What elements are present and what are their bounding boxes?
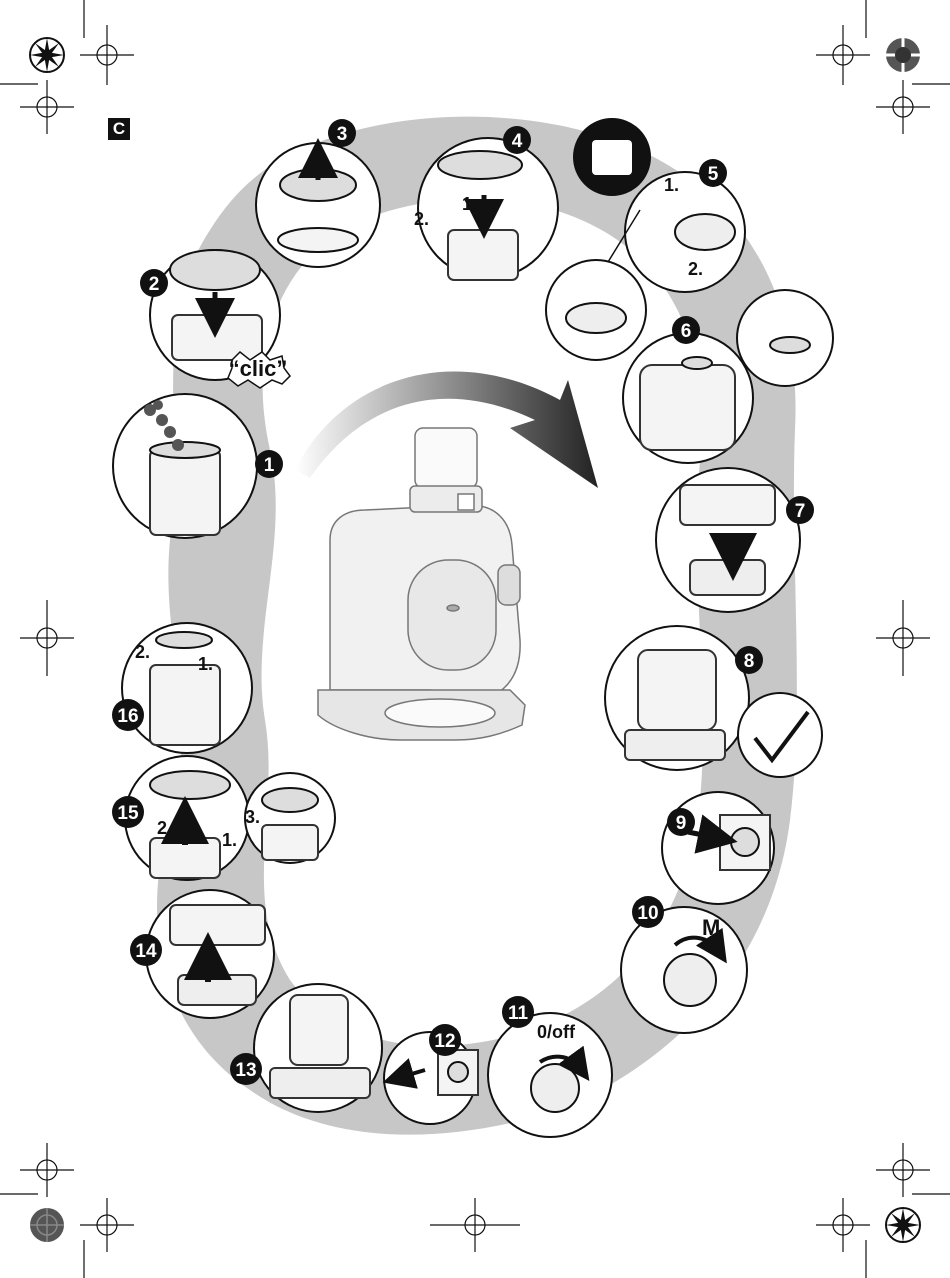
- step5-label-1: 1.: [664, 175, 679, 195]
- step-badge-11: 11: [502, 996, 534, 1028]
- step-badge-13: 13: [230, 1053, 262, 1085]
- step-badge-15: 15: [112, 796, 144, 828]
- step-badge-5: 5: [699, 159, 727, 187]
- step-badge-10: 10: [632, 896, 664, 928]
- svg-text:1: 1: [264, 455, 275, 476]
- svg-text:13: 13: [235, 1060, 256, 1081]
- step4-label-2: 2.: [414, 209, 429, 229]
- target-mark-bottom-left: [30, 1208, 64, 1242]
- crosshair-mark: [876, 80, 930, 134]
- crosshair-mark: [876, 600, 930, 676]
- mode-m-label: M: [702, 915, 720, 940]
- clic-label: “clic”: [229, 356, 288, 381]
- step-badge-1: 1: [255, 450, 283, 478]
- mode-off-label: 0/off: [537, 1022, 576, 1042]
- step-badge-16: 16: [112, 699, 144, 731]
- clic-burst: “clic”: [228, 352, 290, 388]
- crosshair-mark: [20, 1143, 74, 1197]
- target-mark-bottom-right: [886, 1208, 920, 1242]
- crosshair-mark: [80, 1198, 134, 1252]
- crosshair-mark: [20, 80, 74, 134]
- step-badge-9: 9: [667, 808, 695, 836]
- crosshair-mark: [430, 1198, 520, 1252]
- svg-text:11: 11: [508, 1003, 529, 1024]
- svg-text:4: 4: [512, 131, 523, 152]
- step16-label-1: 1.: [198, 654, 213, 674]
- step-13-illustration: [254, 984, 382, 1112]
- svg-text:5: 5: [708, 164, 719, 185]
- svg-text:2: 2: [149, 274, 160, 295]
- step-4-illustration: [418, 138, 558, 280]
- svg-text:12: 12: [434, 1031, 455, 1052]
- step-badge-14: 14: [130, 934, 162, 966]
- step16-label-2: 2.: [135, 642, 150, 662]
- step-badge-8: 8: [735, 646, 763, 674]
- svg-text:9: 9: [676, 813, 687, 834]
- step-badge-12: 12: [429, 1024, 461, 1056]
- step-badge-2: 2: [140, 269, 168, 297]
- svg-text:14: 14: [135, 941, 157, 962]
- step5-label-2: 2.: [688, 259, 703, 279]
- step4-label-1: 1.: [462, 194, 477, 214]
- crosshair-mark: [816, 1198, 870, 1252]
- step-badge-7: 7: [786, 496, 814, 524]
- svg-text:16: 16: [117, 706, 138, 727]
- svg-text:15: 15: [117, 803, 139, 824]
- kitchen-machine-appliance: [318, 428, 525, 740]
- crosshair-mark: [816, 25, 870, 85]
- target-mark-top-right: [886, 38, 920, 72]
- step-1-illustration: [113, 394, 257, 538]
- step-badge-3: 3: [328, 119, 356, 147]
- step15-label-2: 2.: [157, 818, 172, 838]
- step15-label-3: 3.: [245, 807, 260, 827]
- step-7-illustration: [656, 468, 800, 612]
- svg-text:10: 10: [637, 903, 658, 924]
- crosshair-mark: [876, 1143, 930, 1197]
- target-mark-top-left: [30, 38, 64, 72]
- step-10-illustration: [621, 907, 747, 1033]
- step-14-illustration: [146, 890, 274, 1018]
- crosshair-mark: [20, 600, 74, 676]
- step-3-illustration: [256, 143, 380, 267]
- crosshair-mark: [80, 25, 134, 85]
- step-badge-6: 6: [672, 316, 700, 344]
- svg-text:7: 7: [795, 501, 806, 522]
- svg-text:6: 6: [681, 321, 692, 342]
- step15-label-1: 1.: [222, 830, 237, 850]
- svg-text:8: 8: [744, 651, 755, 672]
- svg-text:3: 3: [337, 124, 348, 145]
- step-badge-4: 4: [503, 126, 531, 154]
